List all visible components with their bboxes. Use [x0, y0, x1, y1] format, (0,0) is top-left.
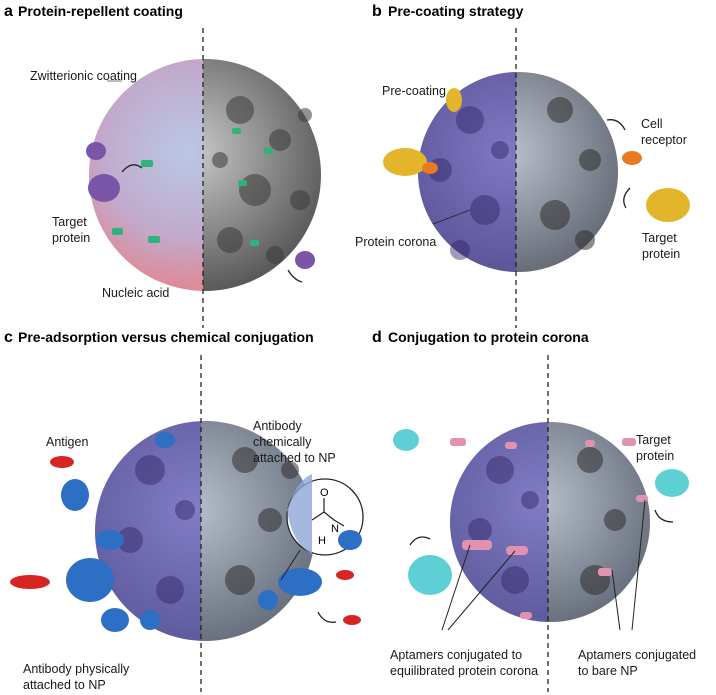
inset-oxygen: O — [320, 487, 329, 499]
inset-hydrogen: H — [318, 535, 326, 547]
panel-d-title: Conjugation to protein corona — [388, 329, 589, 345]
precoating-proteins — [383, 88, 462, 176]
antigens — [10, 456, 361, 625]
label-target-protein-b-1: Target — [642, 231, 677, 245]
protein-corona-gray-b — [516, 72, 618, 272]
target-arrow-b — [623, 187, 631, 209]
label-antibody-physical-2: attached to NP — [23, 678, 106, 692]
panel-a: a Protein-repellent coating — [4, 3, 321, 328]
nanoparticle-a — [89, 59, 321, 291]
inset-nitrogen: N — [331, 523, 339, 535]
aptamers — [450, 438, 648, 619]
label-protein-corona: Protein corona — [355, 235, 436, 249]
label-antibody-chemical-3: attached to NP — [253, 451, 336, 465]
antibodies-physical — [61, 432, 175, 632]
label-target-protein-d-2: protein — [636, 449, 674, 463]
label-antibody-chemical-1: Antibody — [253, 419, 302, 433]
aptamer-pointers — [441, 499, 646, 631]
label-cell-receptor-2: receptor — [641, 133, 687, 147]
nucleic-acid-marks-right — [232, 128, 273, 246]
target-protein-b-shape — [646, 188, 690, 222]
panel-b: b Pre-coating strategy Pre-coating — [355, 3, 690, 328]
nanoparticle-d — [450, 422, 650, 622]
inset-bond — [311, 511, 345, 527]
label-antibody-chemical-2: chemically — [253, 435, 312, 449]
antigen-arrow-c — [317, 611, 337, 623]
label-target-protein-b-2: protein — [642, 247, 680, 261]
panel-d: d Conjugation to protein corona — [372, 329, 696, 692]
panel-c-title: Pre-adsorption versus chemical conjugati… — [18, 329, 314, 345]
label-target-protein-a-1: Target — [52, 215, 87, 229]
panel-a-title: Protein-repellent coating — [18, 3, 183, 19]
release-arrow-d — [654, 509, 674, 523]
corona-texture — [212, 96, 312, 264]
corona-gray-d — [548, 422, 650, 622]
panel-d-letter: d — [372, 329, 382, 346]
precoated-corona-purple — [418, 72, 516, 272]
panel-c: c Pre-adsorption versus chemical conjuga… — [4, 329, 364, 692]
label-antigen: Antigen — [46, 435, 88, 449]
leader-corona — [432, 209, 471, 225]
receptor-arrow-b — [606, 119, 626, 131]
purple-texture-c — [117, 455, 195, 604]
target-protein-a — [86, 142, 315, 269]
purple-texture-d — [468, 456, 539, 594]
nanoparticle-c — [95, 421, 315, 641]
antibodies-chemical — [258, 568, 322, 610]
corona-purple-c — [95, 421, 201, 641]
label-zwitterionic-coating: Zwitterionic coating — [30, 69, 137, 83]
label-cell-receptor-1: Cell — [641, 117, 663, 131]
label-antibody-physical-1: Antibody physically — [23, 662, 130, 676]
label-precoating: Pre-coating — [382, 84, 446, 98]
gray-texture-c — [225, 447, 299, 595]
label-target-protein-d-1: Target — [636, 433, 671, 447]
label-aptamers-equilibrated-1: Aptamers conjugated to — [390, 648, 522, 662]
label-aptamers-equilibrated-2: equilibrated protein corona — [390, 664, 538, 678]
cell-receptor-shape — [622, 151, 642, 165]
panel-c-letter: c — [4, 329, 13, 346]
panel-b-letter: b — [372, 3, 382, 20]
label-nucleic-acid: Nucleic acid — [102, 286, 169, 300]
gray-corona-texture-b — [540, 97, 601, 250]
label-aptamers-bare-2: to bare NP — [578, 664, 638, 678]
inset-antibody — [338, 530, 362, 550]
release-arrow — [287, 269, 303, 283]
purple-corona-texture — [428, 106, 509, 260]
corona-purple-d — [450, 422, 548, 622]
inset-np-surface — [287, 474, 312, 554]
nanoparticle-b — [418, 72, 618, 272]
np-core-tint-c — [95, 421, 315, 641]
panel-a-letter: a — [4, 3, 13, 20]
approach-arrow-d — [409, 536, 431, 546]
panel-b-title: Pre-coating strategy — [388, 3, 524, 19]
label-target-protein-a-2: protein — [52, 231, 90, 245]
inset-pointer — [280, 549, 301, 581]
repel-arrow — [121, 164, 143, 173]
conjugation-inset: O N H — [280, 474, 364, 581]
nucleic-acid-marks-left — [112, 160, 160, 243]
target-proteins-d — [393, 429, 689, 595]
label-aptamers-bare-1: Aptamers conjugated — [578, 648, 696, 662]
